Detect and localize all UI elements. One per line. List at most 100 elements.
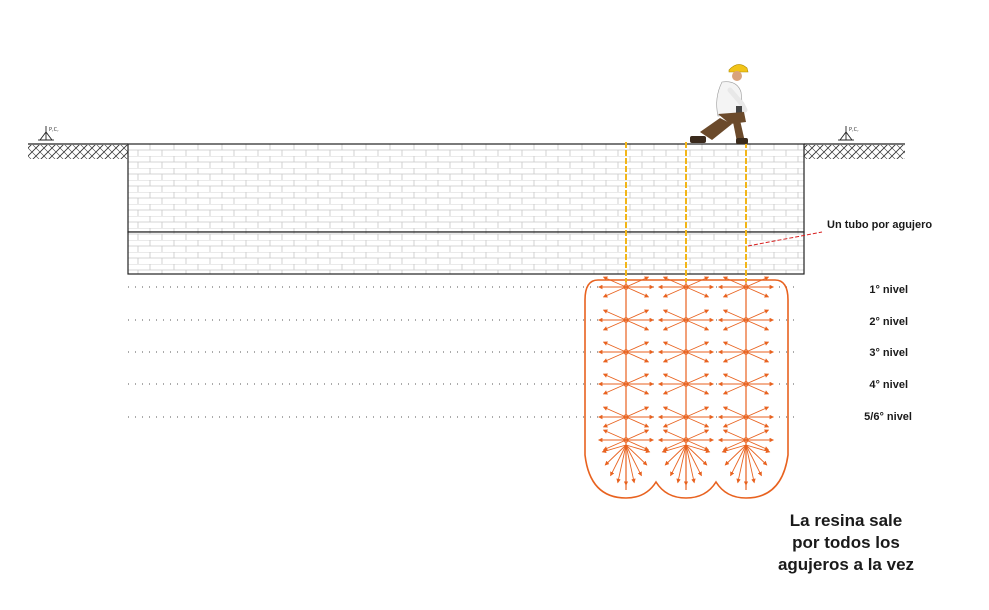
resin-arrow [745, 276, 770, 288]
resin-arrow [625, 373, 650, 385]
resin-arrow [685, 439, 710, 451]
resin-arrow [722, 439, 747, 451]
resin-arrow [625, 444, 636, 484]
resin-arrow [745, 416, 770, 428]
ground-marker-right-label: P,C, [849, 127, 859, 133]
caption-line-2: por todos los [792, 533, 900, 552]
resin-arrow [602, 406, 627, 418]
resin-arrow [685, 309, 710, 321]
resin-arrow [722, 416, 747, 428]
tube-label: Un tubo por agujero [827, 219, 932, 231]
resin-arrow [722, 429, 747, 441]
resin-arrow [745, 309, 770, 321]
resin-arrow [602, 276, 627, 288]
resin-arrow [662, 416, 687, 428]
resin-arrow [745, 444, 768, 466]
resin-arrow [662, 286, 687, 298]
resin-arrow [745, 319, 770, 331]
level-label-4: 4° nivel [869, 379, 908, 391]
resin-arrow [625, 309, 650, 321]
resin-arrow [685, 406, 710, 418]
resin-arrow [745, 444, 756, 484]
resin-arrow [625, 444, 651, 454]
resin-bulb-outline [584, 279, 789, 499]
resin-arrow [625, 286, 650, 298]
resin-arrow [722, 406, 747, 418]
resin-arrow [602, 341, 627, 353]
resin-arrow [685, 444, 711, 454]
resin-arrow [662, 351, 687, 363]
resin-arrow [625, 319, 650, 331]
resin-arrow [685, 286, 710, 298]
resin-arrow [625, 439, 650, 451]
ground-level-icon: P,C, [38, 126, 59, 141]
resin-arrow [722, 309, 747, 321]
resin-arrow [662, 319, 687, 331]
resin-arrow [685, 319, 710, 331]
resin-arrow [685, 383, 710, 395]
caption-line-1: La resina sale [790, 511, 902, 530]
resin-arrow [625, 341, 650, 353]
resin-arrow [676, 444, 687, 484]
resin-arrow [685, 341, 710, 353]
resin-arrow [662, 439, 687, 451]
resin-arrow [616, 444, 627, 484]
resin-arrow [602, 439, 627, 451]
resin-arrow [625, 444, 648, 466]
resin-arrow [745, 444, 762, 477]
resin-arrow [625, 276, 650, 288]
resin-arrow [745, 439, 770, 451]
resin-arrow [662, 276, 687, 288]
resin-arrow [685, 416, 710, 428]
tube-pointer [747, 231, 823, 247]
resin-arrow [670, 444, 687, 477]
resin-arrow [602, 286, 627, 298]
resin-arrow [730, 444, 747, 477]
foundation-slab [127, 143, 805, 275]
worker-kneeling-icon [690, 64, 749, 144]
resin-arrow [602, 319, 627, 331]
level-label-5: 5/6° nivel [864, 411, 912, 423]
resin-arrow [602, 416, 627, 428]
resin-arrow [745, 406, 770, 418]
resin-arrow [724, 444, 747, 466]
resin-arrow [602, 351, 627, 363]
resin-arrow [685, 276, 710, 288]
resin-arrow [625, 351, 650, 363]
resin-arrow [610, 444, 627, 477]
resin-arrow [602, 429, 627, 441]
resin-arrow [625, 429, 650, 441]
resin-arrow [722, 286, 747, 298]
resin-arrow [722, 351, 747, 363]
resin-arrow [662, 373, 687, 385]
resin-arrow [745, 286, 770, 298]
resin-arrow [602, 383, 627, 395]
resin-arrow [722, 383, 747, 395]
resin-arrow [602, 309, 627, 321]
resin-arrow [625, 383, 650, 395]
resin-arrow [662, 406, 687, 418]
caption-line-3: agujeros a la vez [778, 555, 914, 574]
resin-arrow [722, 341, 747, 353]
resin-arrow [662, 309, 687, 321]
resin-arrow [662, 341, 687, 353]
resin-arrow [685, 351, 710, 363]
resin-arrow [661, 444, 687, 454]
resin-arrow [602, 373, 627, 385]
resin-arrow [685, 444, 696, 484]
resin-arrow [685, 444, 702, 477]
resin-arrow [745, 373, 770, 385]
resin-arrow [604, 444, 627, 466]
resin-arrow [685, 373, 710, 385]
resin-arrow [625, 416, 650, 428]
resin-arrow [601, 444, 627, 454]
resin-arrow [625, 444, 642, 477]
resin-arrow [745, 444, 771, 454]
resin-arrow [662, 383, 687, 395]
resin-arrow [745, 383, 770, 395]
resin-arrow [722, 373, 747, 385]
level-label-3: 3° nivel [869, 347, 908, 359]
resin-arrow [736, 444, 747, 484]
